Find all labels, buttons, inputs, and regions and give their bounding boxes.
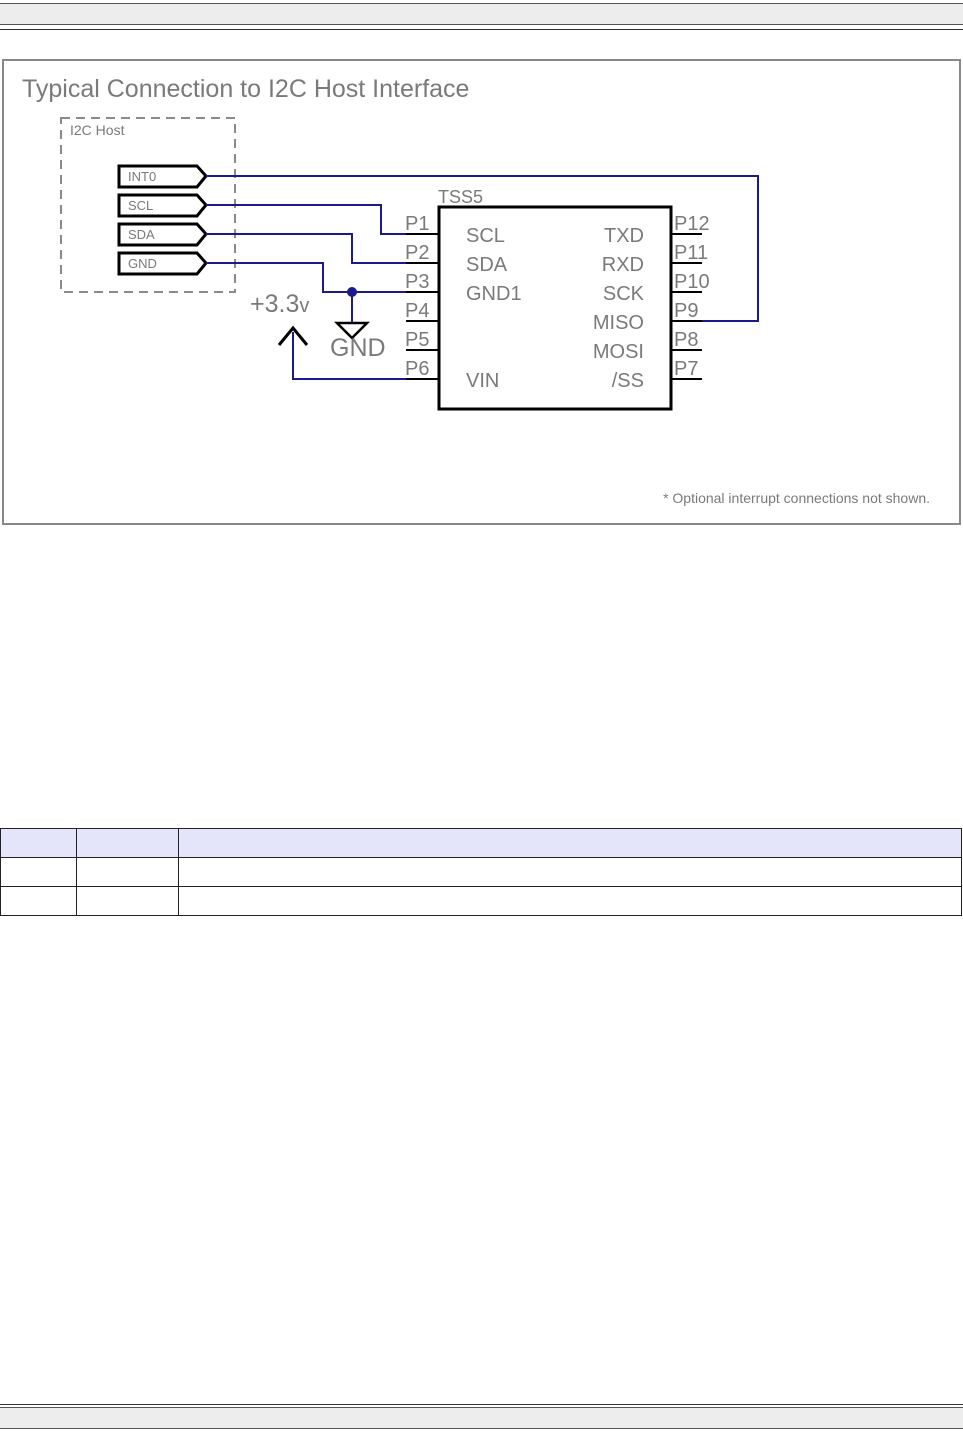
- pin-number-p1: P1: [405, 213, 429, 235]
- table-cell: [76, 857, 179, 887]
- table-cell: [178, 886, 962, 916]
- host-pin-label: SCL: [128, 198, 153, 213]
- table-cell: [178, 857, 962, 887]
- right-pin-numbers: P12 P11 P10 P9 P8 P7: [674, 213, 710, 380]
- port-connector-shape: [117, 251, 208, 276]
- wires: [206, 175, 759, 380]
- signal-scl: SCL: [466, 225, 505, 247]
- table-header-row: [0, 828, 962, 858]
- signal-ss: /SS: [612, 370, 644, 392]
- table-header-cell: [0, 828, 77, 858]
- pin-number-p2: P2: [405, 242, 429, 264]
- signal-rxd: RXD: [602, 254, 644, 276]
- table-header-cell: [178, 828, 962, 858]
- host-port-gnd: GND: [117, 251, 208, 276]
- left-pin-lines: [406, 233, 439, 380]
- table-row: [0, 886, 962, 916]
- host-port-scl: SCL: [117, 193, 208, 218]
- wire-vin-to-p6: [292, 332, 439, 380]
- signal-mosi: MOSI: [593, 341, 644, 363]
- host-port-int0: INT0: [117, 164, 208, 189]
- signal-sck: SCK: [603, 283, 645, 305]
- signal-vin: VIN: [466, 370, 499, 392]
- power-unit: v: [299, 295, 309, 317]
- pin-number-p7: P7: [674, 358, 698, 380]
- wire-gnd-to-p3: [206, 262, 439, 293]
- port-connector-shape: [117, 222, 208, 247]
- page-footer-rule: [0, 1404, 963, 1405]
- host-port-sda: SDA: [117, 222, 208, 247]
- wire-sda-to-p2: [206, 233, 439, 264]
- signal-gnd1: GND1: [466, 283, 522, 305]
- connection-diagram: Typical Connection to I2C Host Interface…: [2, 59, 961, 525]
- page-header-band: [0, 3, 963, 25]
- junction-dot: [347, 287, 357, 297]
- pin-number-p10: P10: [674, 271, 710, 293]
- pin-number-p5: P5: [405, 329, 429, 351]
- pin-number-p6: P6: [405, 358, 429, 380]
- signal-sda: SDA: [466, 254, 508, 276]
- table-cell: [0, 857, 77, 887]
- page-footer-band: [0, 1407, 963, 1429]
- footnote: * Optional interrupt connections not sho…: [663, 490, 930, 506]
- right-signal-names: TXD RXD SCK MISO MOSI /SS: [593, 225, 645, 392]
- left-pin-numbers: P1 P2 P3 P4 P5 P6: [405, 213, 429, 380]
- chip-label: TSS5: [438, 187, 483, 207]
- table-row: [0, 857, 962, 887]
- table-header-cell: [76, 828, 179, 858]
- data-table: [0, 828, 962, 916]
- pin-number-p9: P9: [674, 300, 698, 322]
- power-arrow-icon: [277, 325, 309, 346]
- signal-miso: MISO: [593, 312, 644, 334]
- wire-int0-to-p9: [206, 175, 759, 322]
- ground-label: GND: [330, 334, 386, 362]
- diagram-title: Typical Connection to I2C Host Interface: [22, 75, 469, 103]
- pin-number-p4: P4: [405, 300, 429, 322]
- chip-body: [437, 205, 673, 411]
- host-pin-label: SDA: [128, 227, 155, 242]
- table-cell: [0, 886, 77, 916]
- left-signal-names: SCL SDA GND1 VIN: [466, 225, 522, 392]
- page-header-rule: [0, 29, 963, 30]
- pin-number-p12: P12: [674, 213, 710, 235]
- host-pin-label: GND: [128, 256, 157, 271]
- right-pin-lines: [671, 233, 702, 380]
- pin-number-p3: P3: [405, 271, 429, 293]
- host-pin-label: INT0: [128, 169, 156, 184]
- table-cell: [76, 886, 179, 916]
- pin-number-p11: P11: [674, 242, 708, 264]
- port-connector-shape: [117, 193, 208, 218]
- port-connector-shape: [117, 164, 208, 189]
- i2c-host-label: I2C Host: [70, 122, 125, 138]
- signal-txd: TXD: [604, 225, 644, 247]
- power-value: +3.3: [250, 290, 299, 318]
- ground-symbol-icon: [333, 321, 371, 340]
- pin-number-p8: P8: [674, 329, 698, 351]
- power-label: +3.3v: [250, 290, 309, 318]
